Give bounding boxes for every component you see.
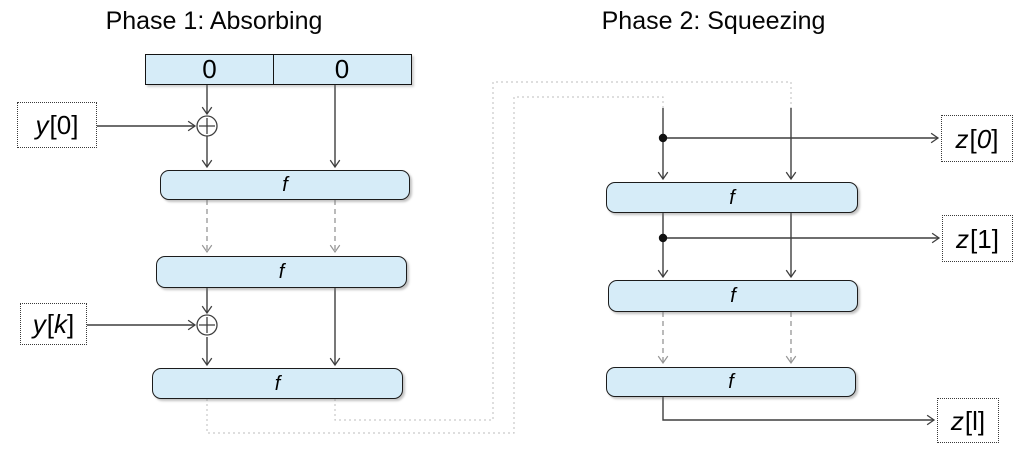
f-label: f	[729, 186, 735, 209]
f-label: f	[278, 261, 285, 283]
bracket-close: ]	[977, 405, 986, 436]
bracket-close: ]	[71, 110, 79, 140]
branch-dot-z0	[658, 133, 668, 143]
solid-wires	[87, 85, 941, 426]
index: 0	[976, 123, 992, 154]
f-label: f	[274, 372, 281, 395]
input-label-y0: y[0]	[17, 102, 97, 148]
output-label-z1: z[1]	[942, 215, 1013, 262]
var-letter: z	[956, 223, 970, 254]
p2-f-box-2: f	[608, 280, 858, 312]
index: 0	[56, 110, 72, 140]
bracket-close: ]	[991, 223, 999, 254]
index: l	[972, 405, 978, 436]
p2-f-box-1: f	[606, 182, 858, 213]
bracket-open: [	[46, 309, 54, 339]
var-letter: z	[955, 123, 969, 154]
bracket-close: ]	[67, 309, 75, 339]
output-label-zl: z[l]	[937, 398, 999, 443]
branch-dot-z1	[658, 233, 668, 243]
p2-f-box-3: f	[606, 367, 856, 397]
bracket-open: [	[49, 110, 57, 140]
bracket-close: ]	[991, 123, 999, 154]
index: 1	[977, 223, 992, 254]
bracket-open: [	[969, 123, 977, 154]
xor1-plus	[199, 118, 215, 134]
state-cell-rate: 0	[146, 54, 274, 84]
output-label-z0: z[0]	[941, 115, 1013, 162]
xor1-icon	[196, 115, 218, 137]
xor2-plus	[199, 317, 215, 333]
phase2-title: Phase 2: Squeezing	[601, 7, 826, 35]
var-letter: z	[950, 405, 964, 436]
f-label: f	[282, 174, 288, 196]
state-cell-capacity: 0	[334, 54, 350, 84]
input-label-yk: y[k]	[20, 303, 87, 345]
p1-f-box-3: f	[152, 368, 403, 399]
index: k	[54, 309, 67, 339]
f-label: f	[730, 285, 736, 307]
bracket-open: [	[970, 223, 978, 254]
phase1-title: Phase 1: Absorbing	[105, 7, 323, 35]
var-letter: y	[32, 309, 46, 339]
wire-p2-f3-to-zl	[662, 397, 936, 426]
var-letter: y	[35, 110, 49, 140]
p1-f-box-1: f	[160, 170, 410, 200]
bracket-open: [	[964, 405, 973, 436]
p1-f-box-2: f	[156, 256, 407, 288]
xor2-icon	[196, 314, 218, 336]
f-label: f	[728, 371, 734, 393]
initial-state-box: 0 0	[145, 54, 412, 85]
